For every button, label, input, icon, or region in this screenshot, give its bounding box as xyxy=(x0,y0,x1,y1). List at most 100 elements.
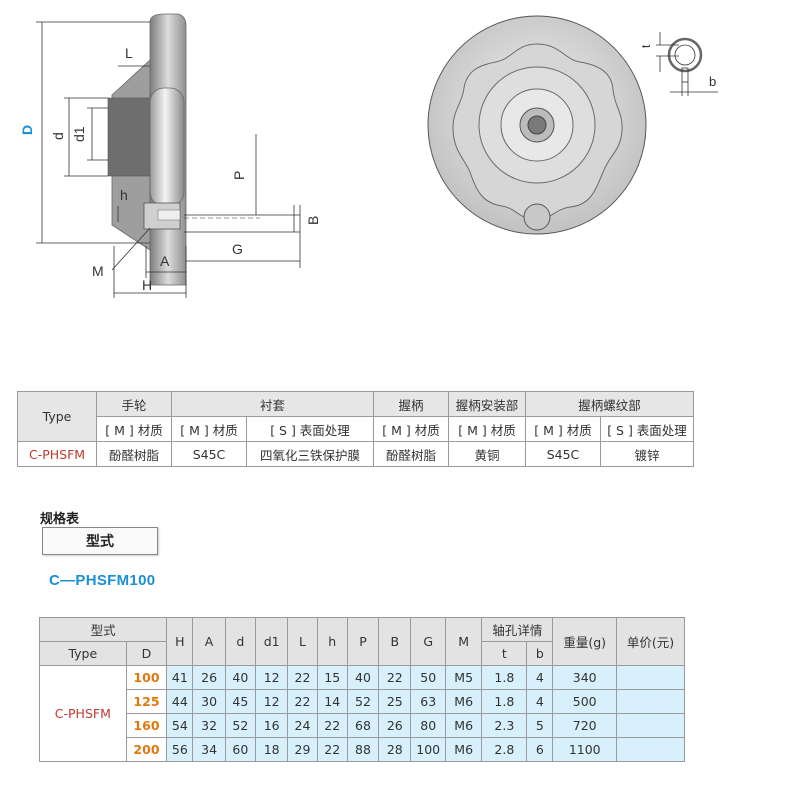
cell-d: 45 xyxy=(224,689,257,714)
cell-d1: 12 xyxy=(255,689,289,714)
header-weight: 重量(g) xyxy=(552,617,618,666)
header-A: A xyxy=(192,617,226,666)
cell-H: 56 xyxy=(166,737,194,762)
sub-material: [ M ] 材质 xyxy=(373,416,449,442)
cell-w: 720 xyxy=(552,713,618,738)
cell-L: 29 xyxy=(287,737,318,762)
spec-section-label: 规格表 xyxy=(40,511,80,526)
cell-h: 22 xyxy=(316,713,348,738)
cell-D[interactable]: 200 xyxy=(125,737,168,762)
header-H: H xyxy=(166,617,194,666)
cell-P: 52 xyxy=(346,689,380,714)
cell-D[interactable]: 160 xyxy=(125,713,168,738)
cell-thread-material: S45C xyxy=(525,441,601,467)
cell-type: C-PHSFM xyxy=(39,665,127,762)
cell-B: 28 xyxy=(378,737,412,762)
header-grip-mount: 握柄安装部 xyxy=(448,391,526,417)
cell-L: 22 xyxy=(287,665,318,690)
cell-price xyxy=(616,737,685,762)
cell-A: 26 xyxy=(192,665,226,690)
cell-D[interactable]: 100 xyxy=(125,665,168,690)
sub-material: [ M ] 材质 xyxy=(96,416,172,442)
cell-w: 500 xyxy=(552,689,618,714)
cell-P: 68 xyxy=(346,713,380,738)
cell-t: 1.8 xyxy=(481,689,528,714)
sub-material: [ M ] 材质 xyxy=(448,416,526,442)
sub-surface: [ S ] 表面处理 xyxy=(600,416,694,442)
cell-price xyxy=(616,689,685,714)
cell-H: 41 xyxy=(166,665,194,690)
cell-b: 4 xyxy=(526,689,554,714)
dim-label-D: D xyxy=(19,125,35,135)
header-P: P xyxy=(346,617,380,666)
cell-h: 22 xyxy=(316,737,348,762)
cell-price xyxy=(616,665,685,690)
keyway-detail-drawing: t b xyxy=(639,32,718,96)
cell-D[interactable]: 125 xyxy=(125,689,168,714)
cell-b: 5 xyxy=(526,713,554,738)
dim-label-H: H xyxy=(142,277,152,293)
cell-grip-material: 酚醛树脂 xyxy=(373,441,449,467)
cell-d: 52 xyxy=(224,713,257,738)
dim-label-d: d xyxy=(50,132,66,140)
cell-L: 24 xyxy=(287,713,318,738)
cell-price xyxy=(616,713,685,738)
cell-G: 50 xyxy=(410,665,446,690)
material-table: Type 手轮 衬套 握柄 握柄安装部 握柄螺纹部 [ M ] 材质 [ M ]… xyxy=(17,391,694,467)
header-type-en: Type xyxy=(39,641,127,666)
dim-label-P: P xyxy=(231,171,247,180)
cell-type: C-PHSFM xyxy=(17,441,97,467)
cell-d1: 16 xyxy=(255,713,289,738)
cell-t: 2.3 xyxy=(481,713,528,738)
cell-w: 1100 xyxy=(552,737,618,762)
dim-label-t: t xyxy=(639,44,653,48)
cell-bushing-material: S45C xyxy=(171,441,247,467)
cell-A: 32 xyxy=(192,713,226,738)
header-type: Type xyxy=(17,391,97,442)
spec-table: 型式 H A d d1 L h P B G M 轴孔详情 重量(g) 单价(元)… xyxy=(38,617,685,762)
cell-B: 22 xyxy=(378,665,412,690)
cell-G: 63 xyxy=(410,689,446,714)
cell-G: 100 xyxy=(410,737,446,762)
header-grip-thread: 握柄螺纹部 xyxy=(525,391,694,417)
cell-h: 15 xyxy=(316,665,348,690)
cell-M: M5 xyxy=(444,665,483,690)
model-title: C—PHSFM100 xyxy=(49,572,156,589)
cell-H: 44 xyxy=(166,689,194,714)
sub-surface: [ S ] 表面处理 xyxy=(246,416,374,442)
hub-bore xyxy=(107,97,154,177)
header-D: D xyxy=(125,641,168,666)
grip-handle xyxy=(149,87,185,207)
header-d1: d1 xyxy=(255,617,289,666)
front-view-drawing xyxy=(427,15,647,235)
cell-grip-mount-material: 黄铜 xyxy=(448,441,526,467)
cell-d: 40 xyxy=(224,665,257,690)
cell-B: 26 xyxy=(378,713,412,738)
cell-thread-surface: 镀锌 xyxy=(600,441,694,467)
cell-d1: 18 xyxy=(255,737,289,762)
header-d: d xyxy=(224,617,257,666)
sub-material: [ M ] 材质 xyxy=(525,416,601,442)
cell-handwheel-material: 酚醛树脂 xyxy=(96,441,172,467)
header-handwheel: 手轮 xyxy=(96,391,172,417)
dim-label-h: h xyxy=(120,187,128,203)
cell-P: 88 xyxy=(346,737,380,762)
cell-P: 40 xyxy=(346,665,380,690)
dim-label-b: b xyxy=(709,74,716,89)
header-G: G xyxy=(410,617,446,666)
dim-label-B: B xyxy=(305,216,321,225)
cell-bushing-surface: 四氧化三铁保护膜 xyxy=(246,441,374,467)
cell-A: 30 xyxy=(192,689,226,714)
cell-h: 14 xyxy=(316,689,348,714)
cell-M: M6 xyxy=(444,689,483,714)
header-L: L xyxy=(287,617,318,666)
cell-d: 60 xyxy=(224,737,257,762)
header-hole: 轴孔详情 xyxy=(481,617,554,642)
header-b: b xyxy=(526,641,554,666)
type-button[interactable]: 型式 xyxy=(42,527,158,555)
cell-H: 54 xyxy=(166,713,194,738)
